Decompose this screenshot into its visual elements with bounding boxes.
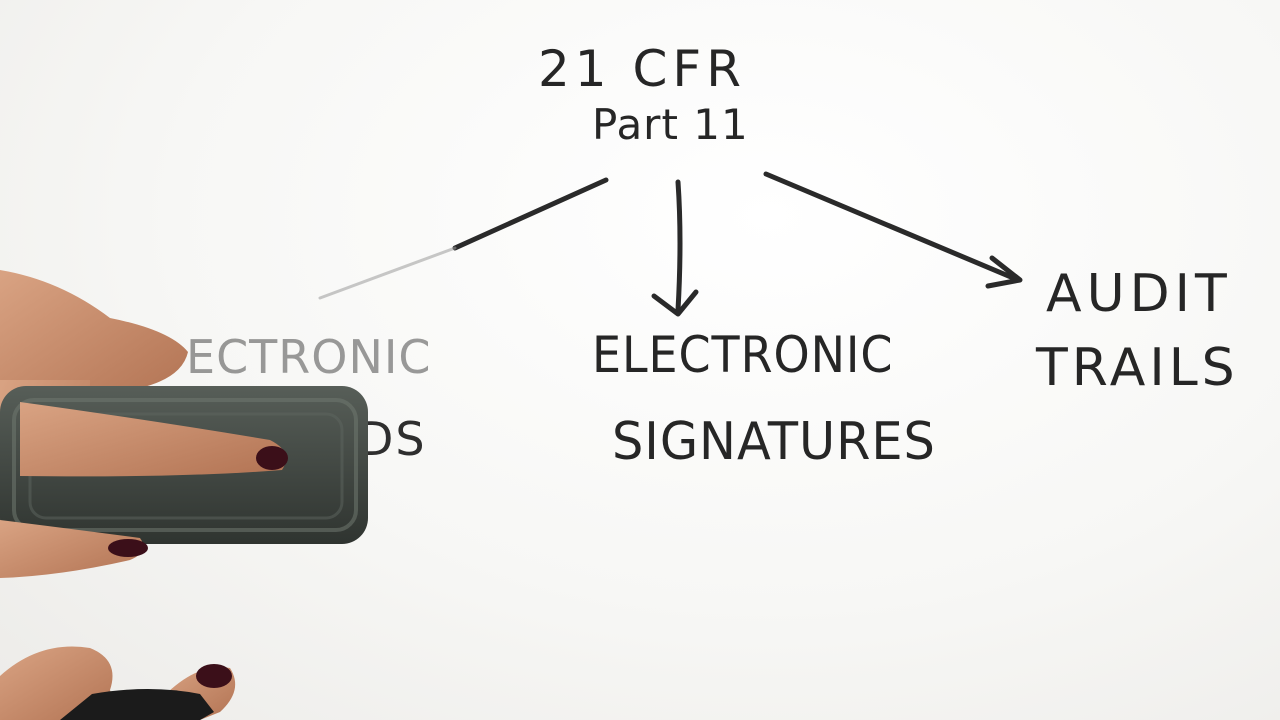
branch-electronic-signatures-line-2: SIGNATURES [612,412,936,472]
branch-erased-line-1: ECTRONIC [186,330,432,384]
arrow-left [452,177,609,251]
arrow-center-head [651,289,699,317]
finger-lower [0,520,144,578]
finger-index [20,402,286,477]
branch-audit-trails-line-1: AUDIT [1046,264,1232,324]
title-line-2: Part 11 [592,100,749,149]
fingernail-thumb [196,664,232,688]
arrow-center [675,179,683,313]
branch-erased-line-2: DS [358,412,427,466]
hand-upper [0,270,188,400]
branch-electronic-signatures-line-1: ELECTRONIC [592,326,894,384]
fingernail-index [256,446,288,470]
arrow-right [763,171,1021,283]
marker [60,689,214,720]
branch-audit-trails-line-2: TRAILS [1036,338,1239,398]
title-line-1: 21 CFR [538,40,746,98]
fingernail-lower [108,539,148,557]
arrow-left-erased [318,246,457,300]
arrow-right-head [985,255,1023,289]
